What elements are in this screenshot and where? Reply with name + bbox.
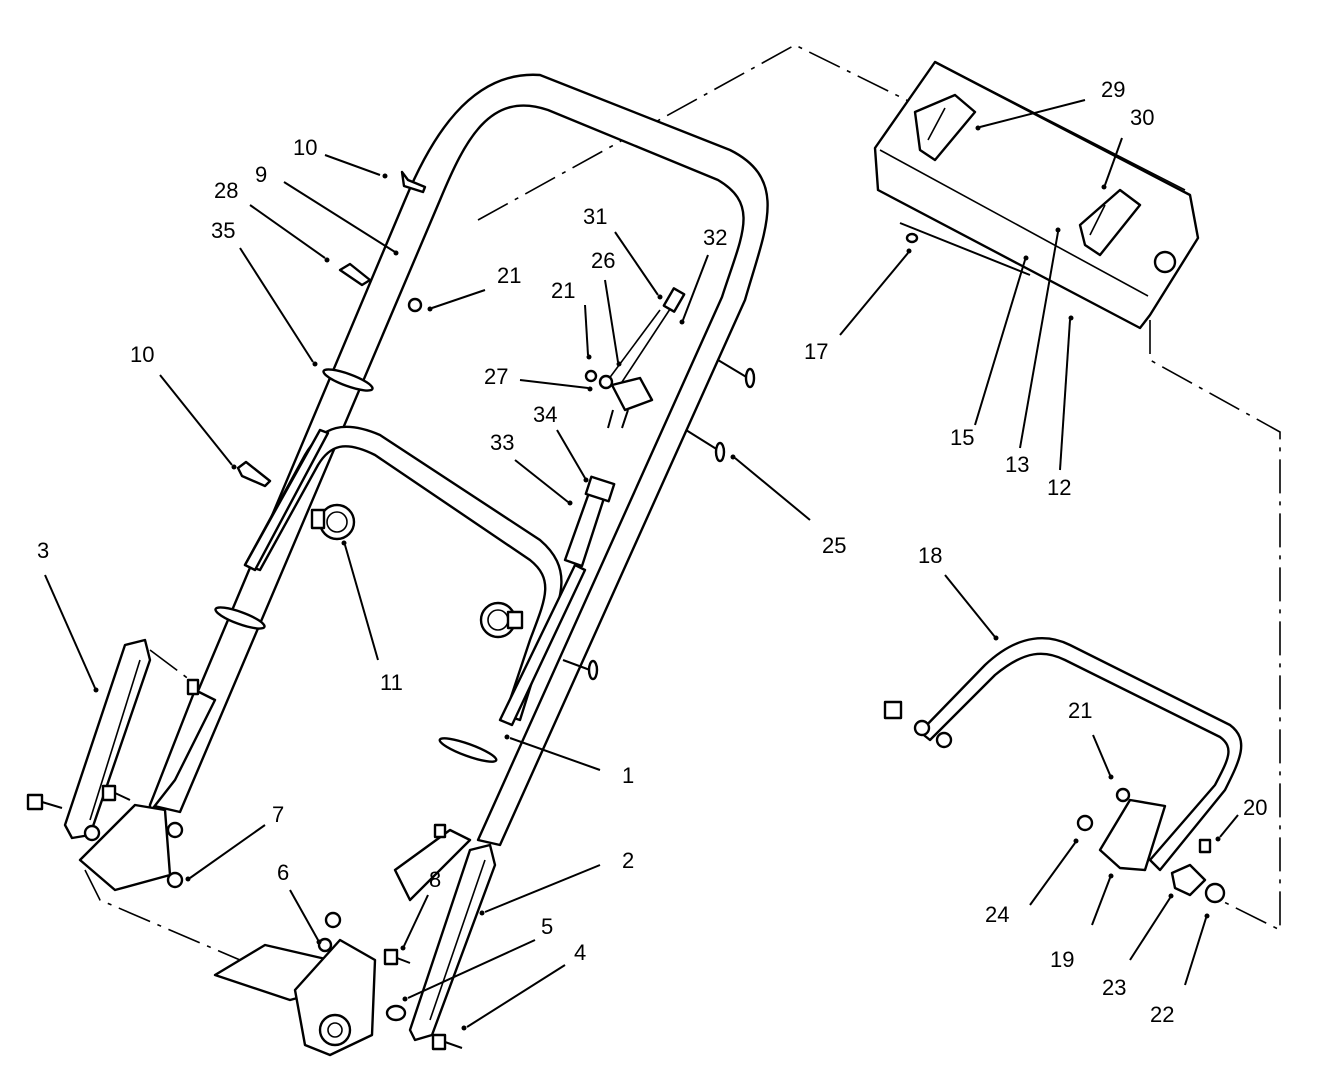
handle-knobs [310, 503, 524, 639]
callout-21-upper: 21 [497, 263, 521, 288]
callout-5: 5 [541, 914, 553, 939]
callout-29: 29 [1101, 77, 1125, 102]
callout-8: 8 [429, 867, 441, 892]
callout-24: 24 [985, 902, 1009, 927]
callout-2: 2 [622, 848, 634, 873]
callout-4: 4 [574, 940, 586, 965]
callout-34: 34 [533, 402, 557, 427]
callout-26: 26 [591, 248, 615, 273]
callout-27: 27 [484, 364, 508, 389]
leader-lines [44, 99, 1239, 1028]
callout-3: 3 [37, 538, 49, 563]
cable-clamp [584, 287, 686, 429]
callout-33: 33 [490, 430, 514, 455]
callout-21-clamp: 21 [551, 278, 575, 303]
callout-28: 28 [214, 178, 238, 203]
callout-23: 23 [1102, 975, 1126, 1000]
callout-15: 15 [950, 425, 974, 450]
deck-brackets [78, 803, 377, 1057]
fasteners [26, 170, 756, 1051]
callout-11: 11 [380, 670, 403, 695]
callout-20: 20 [1243, 795, 1267, 820]
callout-6: 6 [277, 860, 289, 885]
control-panel [873, 60, 1200, 330]
callout-1: 1 [622, 763, 634, 788]
callout-10-left: 10 [130, 342, 154, 367]
callout-12: 12 [1047, 475, 1071, 500]
callout-labels: 1 2 3 4 5 6 7 8 9 10 10 11 12 13 15 17 1… [37, 77, 1267, 1027]
callout-32: 32 [703, 225, 727, 250]
callout-10-top: 10 [293, 135, 317, 160]
callout-25: 25 [822, 533, 846, 558]
side-brackets [63, 638, 497, 1042]
callout-21-bail: 21 [1068, 698, 1092, 723]
callout-31: 31 [583, 204, 607, 229]
control-bail [883, 637, 1243, 904]
callout-9: 9 [255, 162, 267, 187]
main-handle [148, 73, 769, 902]
callout-17: 17 [804, 339, 828, 364]
callout-7: 7 [272, 802, 284, 827]
callout-35: 35 [211, 218, 235, 243]
callout-18: 18 [918, 543, 942, 568]
callout-30: 30 [1130, 105, 1154, 130]
callout-13: 13 [1005, 452, 1029, 477]
callout-22: 22 [1150, 1002, 1174, 1027]
callout-19: 19 [1050, 947, 1074, 972]
callout-dots [93, 125, 1221, 1031]
